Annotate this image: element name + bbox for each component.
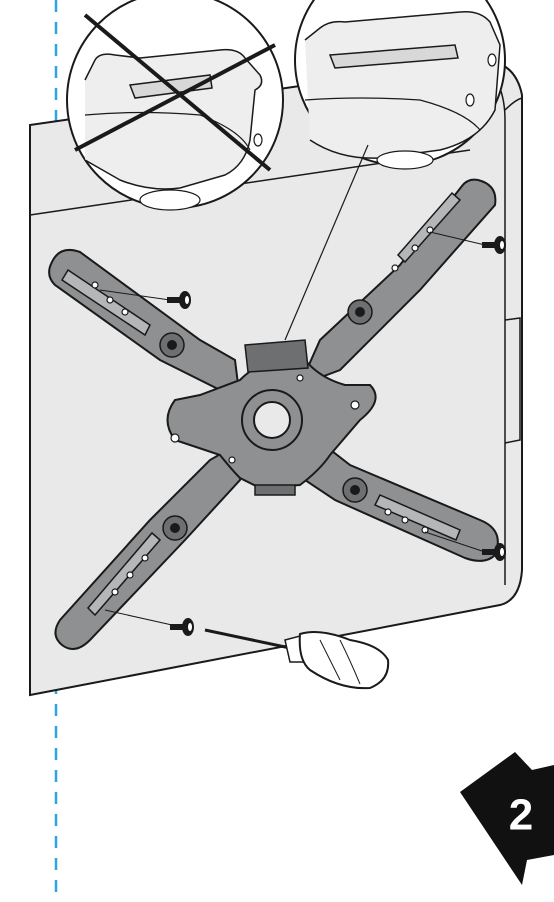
mounting-screw bbox=[170, 618, 194, 636]
mounting-screw bbox=[482, 236, 506, 254]
detail-callout-incorrect bbox=[66, 0, 284, 211]
mounting-screw bbox=[167, 291, 191, 309]
mounting-screws bbox=[99, 231, 506, 636]
mounting-screw bbox=[482, 543, 506, 561]
detail-callout-correct bbox=[294, 0, 506, 170]
callout-pointer bbox=[284, 144, 369, 341]
screwdriver bbox=[204, 628, 390, 690]
step-number: 2 bbox=[509, 791, 533, 840]
cross-mark bbox=[83, 13, 272, 172]
step-arrow: 2 bbox=[460, 752, 554, 885]
